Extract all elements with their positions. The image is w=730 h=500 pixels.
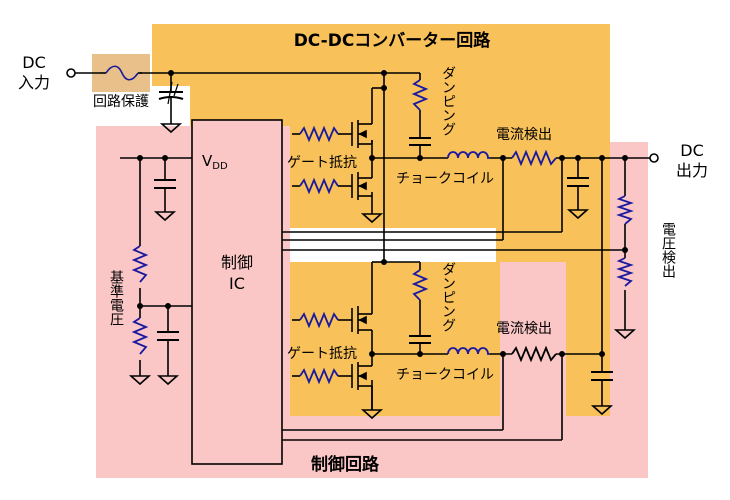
dcdc-region-upper bbox=[152, 24, 610, 262]
output-capacitor-upper-icon bbox=[567, 177, 589, 187]
choke-label-lower: チョークコイル bbox=[396, 367, 494, 383]
fuse-label: 回路保護 bbox=[93, 94, 149, 110]
mosfet-low-side-lower-icon bbox=[351, 362, 373, 410]
damping-capacitor-lower-icon bbox=[409, 335, 431, 344]
control-ic-box bbox=[191, 119, 283, 465]
ground-icon bbox=[153, 211, 177, 222]
ground-icon bbox=[566, 209, 590, 220]
gate-resistor-label-lower: ゲート抵抗 bbox=[287, 346, 357, 362]
voltage-detect-label: 電圧検出 bbox=[660, 222, 676, 278]
mosfet-high-side-upper-icon bbox=[351, 120, 373, 148]
ref-capacitor-icon bbox=[157, 331, 179, 341]
gate-resistor-3-icon bbox=[299, 311, 339, 329]
mosfet-high-side-lower-icon bbox=[351, 306, 372, 334]
dc-in-line1: DC bbox=[22, 53, 46, 72]
gate-resistor-1-icon bbox=[299, 125, 339, 143]
damping-capacitor-upper-icon bbox=[409, 137, 431, 146]
input-capacitor-icon bbox=[158, 81, 184, 105]
dc-out-line1: DC bbox=[680, 141, 704, 160]
mosfet-low-side-upper-icon bbox=[351, 172, 372, 200]
ground-symbols bbox=[128, 123, 637, 420]
resistors bbox=[131, 79, 634, 385]
fuse-icon bbox=[100, 65, 142, 81]
text-labels: DC-DCコンバーター回路 制御回路 DC 入力 DC 出力 回路保護 VDD … bbox=[18, 30, 708, 475]
choke-coil-lower-icon bbox=[447, 347, 490, 355]
ic-label-line2: IC bbox=[229, 274, 245, 293]
dc-in-line2: 入力 bbox=[18, 73, 50, 92]
junction-dots bbox=[137, 70, 628, 357]
ground-icon bbox=[156, 375, 180, 386]
gate-resistor-label-upper: ゲート抵抗 bbox=[287, 155, 357, 171]
ref-divider-bottom-icon bbox=[131, 317, 149, 355]
dcdc-region-lower bbox=[290, 262, 500, 416]
choke-coil-upper-icon bbox=[447, 151, 490, 159]
ground-icon bbox=[590, 405, 614, 416]
voltage-divider-bottom-icon bbox=[616, 257, 634, 287]
capacitors bbox=[154, 81, 613, 381]
ground-icon bbox=[159, 123, 183, 134]
current-detect-label-upper: 電流検出 bbox=[496, 127, 552, 143]
damping-label-upper: ダンピング bbox=[440, 66, 456, 136]
ref-divider-top-icon bbox=[131, 245, 149, 283]
mosfets bbox=[351, 120, 373, 410]
ref-voltage-label: 基準電圧 bbox=[108, 269, 124, 326]
damping-resistor-upper-icon bbox=[411, 79, 429, 111]
vdd-capacitor-icon bbox=[154, 179, 176, 189]
dc-input-terminal bbox=[66, 68, 76, 78]
current-detect-label-lower: 電流検出 bbox=[496, 321, 552, 337]
dc-out-line2: 出力 bbox=[676, 161, 708, 180]
dc-output-terminal bbox=[649, 153, 659, 163]
gate-resistor-4-icon bbox=[299, 367, 339, 385]
gate-resistor-2-icon bbox=[299, 177, 339, 195]
inductors bbox=[447, 151, 490, 355]
ground-icon bbox=[360, 213, 384, 224]
current-sense-resistor-upper-icon bbox=[511, 149, 557, 167]
terminals bbox=[66, 68, 659, 163]
ground-icon bbox=[360, 409, 384, 420]
voltage-divider-top-icon bbox=[616, 195, 634, 225]
dcdc-title: DC-DCコンバーター回路 bbox=[294, 30, 492, 51]
current-sense-resistor-lower-icon bbox=[511, 345, 557, 363]
ground-icon bbox=[613, 329, 637, 340]
vdd-label: VDD bbox=[202, 152, 228, 172]
ic-label-line1: 制御 bbox=[221, 253, 253, 272]
dcdc-region-lower-right bbox=[566, 262, 610, 416]
damping-resistor-lower-icon bbox=[411, 269, 429, 301]
output-capacitor-lower-icon bbox=[591, 371, 613, 381]
ground-icon bbox=[128, 375, 152, 386]
control-title: 制御回路 bbox=[311, 454, 380, 475]
damping-label-lower: ダンピング bbox=[440, 262, 456, 332]
choke-label-upper: チョークコイル bbox=[396, 171, 494, 187]
